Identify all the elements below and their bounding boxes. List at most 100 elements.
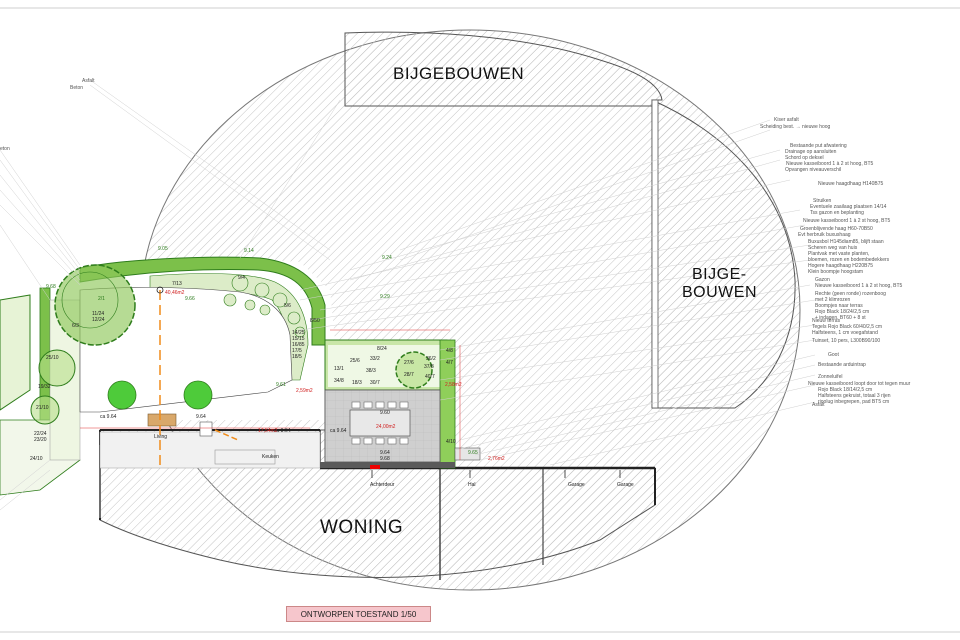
plant-code: 8/50	[310, 318, 320, 324]
level: 9.24	[382, 255, 392, 261]
level: 9.68	[46, 284, 56, 290]
annotation-note: Rojo Black 18/24/2,5 cm	[815, 309, 870, 315]
annotation-note: Nieuwe kasseiboord loopt door tot tegen …	[808, 381, 911, 387]
tree-left-2	[30, 395, 60, 425]
annotation-note: Scheren weg van huis	[808, 245, 858, 251]
room-garage-2: Garage	[617, 482, 634, 488]
plant-code: 33/2	[370, 356, 380, 362]
annotation-note: Drainage op aansluiten	[785, 149, 837, 155]
dimension: 24,00m2	[376, 424, 396, 430]
plant-code: 18/5	[292, 354, 302, 360]
level: 9.61	[276, 382, 286, 388]
dimension: 17,54m2	[258, 428, 278, 434]
level: 9.14	[244, 248, 254, 254]
dimension: 2,76m2	[488, 456, 505, 462]
plant-code: 17/5	[292, 348, 302, 354]
annotation-note: Plantvak met vaste planten,	[808, 251, 870, 257]
annotation-note: Kiser asfalt	[774, 117, 799, 123]
annotation-note: Schord op deksel	[785, 155, 824, 161]
shrub-ball-2	[183, 380, 213, 410]
room-hal: Hal	[468, 482, 476, 488]
annotation-note: Scheiding best. → nieuwe hoog	[760, 124, 831, 130]
annotation-note: Halfsteens gekruist, totaal 3 rijen	[818, 393, 891, 399]
annotation-note: Asfalt	[812, 402, 825, 408]
annotation-note: + indagen, BT60 + 8 st	[815, 315, 866, 321]
drawing-title: ONTWORPEN TOESTAND 1/50	[286, 606, 431, 622]
plant-code: 9/4	[238, 275, 245, 281]
plant-code: 18/3	[352, 380, 362, 386]
plant-code: 24/10	[30, 456, 43, 462]
annotation-note: Halfsteens, 1 cm voegafstand	[812, 330, 878, 336]
plant-code: 40/7	[425, 374, 435, 380]
annotation-note: Evt herbruik buxushaag	[798, 232, 851, 238]
plant-code: 28/7	[404, 372, 414, 378]
tree-left-1	[38, 349, 76, 387]
level: 9.65	[468, 450, 478, 456]
annotation-note: Klein boompje hoogstam	[808, 269, 864, 275]
room-garage-1: Garage	[568, 482, 585, 488]
level: 9.29	[380, 294, 390, 300]
woning-label: WONING	[320, 517, 404, 538]
note-asfalt: Asfalt	[82, 78, 95, 84]
plant-code: 4/10	[446, 439, 456, 445]
garden-table	[349, 409, 411, 437]
level: 9.64	[380, 450, 390, 456]
annotation-note: Bestaande arduintrap	[818, 362, 866, 368]
plant-code: 7/13	[172, 281, 182, 287]
shrub-ball-1	[107, 380, 137, 410]
plant-code: 4/7	[446, 360, 453, 366]
annotation-note: Tss gazon en beplanting	[810, 210, 864, 216]
annotation-note: Zonneluifel	[818, 374, 843, 380]
annotation-note: Opvangen niveauverschil	[785, 167, 842, 173]
lawn-left	[0, 294, 31, 411]
plant-code: 11/24	[92, 311, 105, 317]
plant-code: 4/8	[446, 348, 453, 354]
note-beton: Beton	[70, 85, 84, 91]
plant-code: 37/8	[424, 364, 434, 370]
annotation-note: Nieuw terras	[812, 318, 841, 324]
annotation-note: Goot	[828, 352, 839, 358]
bijgebouwen-top-label: BIJGEBOUWEN	[393, 64, 525, 83]
annotation-note: Struiken	[813, 198, 832, 204]
annotation-note: Eventuele zaailaag plaatsen 14/14	[810, 204, 887, 210]
dimension: 40,46m2	[165, 290, 185, 296]
annotation-note: Nieuwe kasseiboord 1 à 2 st hoog, BT5	[803, 218, 891, 224]
annotation-note: Gazon	[815, 277, 830, 283]
level: 9.05	[158, 246, 168, 252]
plant-code: 5/6	[284, 303, 291, 309]
plant-code: 8/24	[377, 346, 387, 352]
plant-code: 34/8	[334, 378, 344, 384]
plant-code: 14/25	[292, 330, 305, 336]
annotation-note: bloemen, rozen en bodembedekkers	[808, 257, 890, 263]
level: 9.66	[185, 296, 195, 302]
plant-code: 16/85	[292, 342, 305, 348]
plant-code: 13/1	[334, 366, 344, 372]
plant-code: 30/7	[370, 380, 380, 386]
plant-code: 6/3	[72, 323, 79, 329]
annotation-note: Boompjes naar terras	[815, 303, 863, 309]
tree-terrace	[395, 351, 433, 389]
plant-code: 27/6	[404, 360, 414, 366]
bijgebouwen-top-building	[344, 31, 663, 107]
plant-code: 22/24	[34, 431, 47, 437]
room-keuken: Keuken	[262, 454, 279, 460]
note-eton: eton	[0, 146, 10, 152]
annotation-note: Tegels Rojo Black 60/40/2,5 cm	[812, 324, 883, 330]
bijgebouwen-right-label-1: BIJGE-	[692, 266, 747, 283]
bijgebouwen-right-label-2: BOUWEN	[682, 284, 757, 301]
room-living: Living	[154, 434, 168, 440]
plant-code: 25/6	[350, 358, 360, 364]
annotation-note: Rojo Black 18/14/2,5 cm	[818, 387, 873, 393]
annotation-note: Bestaande put afwatering	[790, 143, 847, 149]
level: ca 9.64	[330, 428, 347, 434]
level: 9.68	[380, 456, 390, 462]
annotation-note: rioolug inbegrepen, pad BT5 cm	[818, 399, 890, 405]
level: 9.64	[196, 414, 206, 420]
annotation-note: Nieuwe kasseiboord 1 à 2 st hoog, BT5	[815, 283, 903, 289]
annotation-note: Rechte (geen ronde) rozenboog	[815, 291, 886, 297]
annotation-note: Hogere haagdhaag H220B75	[808, 263, 874, 269]
level: ca 9.64	[100, 414, 117, 420]
plant-code: 38/3	[366, 368, 376, 374]
annotation-note: Tuinset, 10 pers, L300B90/100	[812, 338, 881, 344]
